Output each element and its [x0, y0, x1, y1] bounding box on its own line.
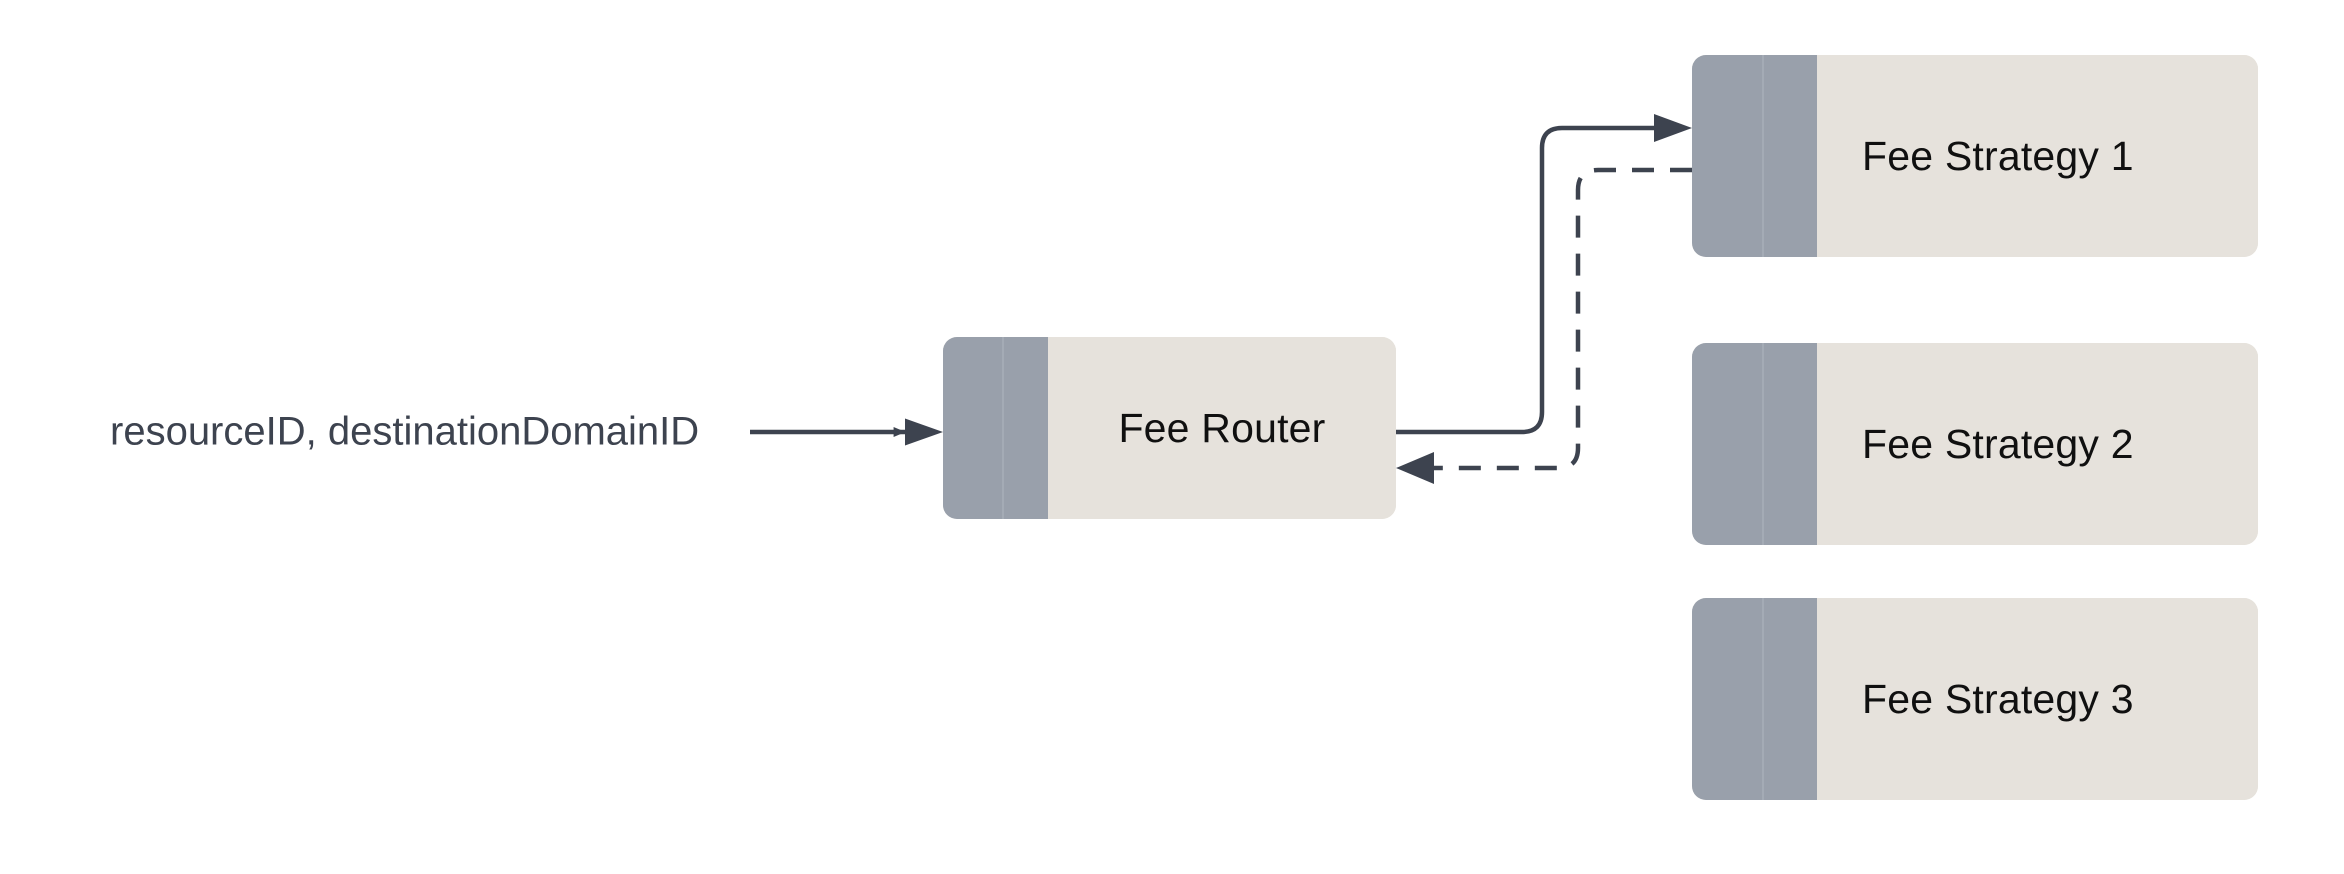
node-fee-strategy-1[interactable]: Fee Strategy 1: [1692, 55, 2258, 257]
node-fee-strategy-3-band: [1692, 598, 1817, 800]
node-fee-strategy-2-label: Fee Strategy 2: [1862, 420, 2134, 467]
node-fee-strategy-3-label: Fee Strategy 3: [1862, 675, 2134, 722]
node-fee-strategy-3-body: Fee Strategy 3: [1817, 598, 2258, 800]
node-fee-strategy-1-band: [1692, 55, 1817, 257]
node-fee-strategy-1-body: Fee Strategy 1: [1817, 55, 2258, 257]
edge-input-to-router: [750, 418, 943, 446]
node-fee-router-label: Fee Router: [1118, 404, 1326, 451]
node-fee-strategy-2-band: [1692, 343, 1817, 545]
node-fee-router[interactable]: Fee Router: [943, 337, 1396, 519]
edge-strategy-1-to-router: [1396, 167, 1692, 484]
node-fee-strategy-2[interactable]: Fee Strategy 2: [1692, 343, 2258, 545]
node-fee-strategy-3[interactable]: Fee Strategy 3: [1692, 598, 2258, 800]
edge-router-to-strategy-1: [1396, 114, 1692, 435]
node-fee-strategy-1-label: Fee Strategy 1: [1862, 132, 2134, 179]
input-parameters-label: resourceID, destinationDomainID: [110, 409, 700, 454]
node-fee-router-body: Fee Router: [1048, 337, 1396, 519]
node-fee-strategy-2-body: Fee Strategy 2: [1817, 343, 2258, 545]
node-fee-router-band: [943, 337, 1048, 519]
